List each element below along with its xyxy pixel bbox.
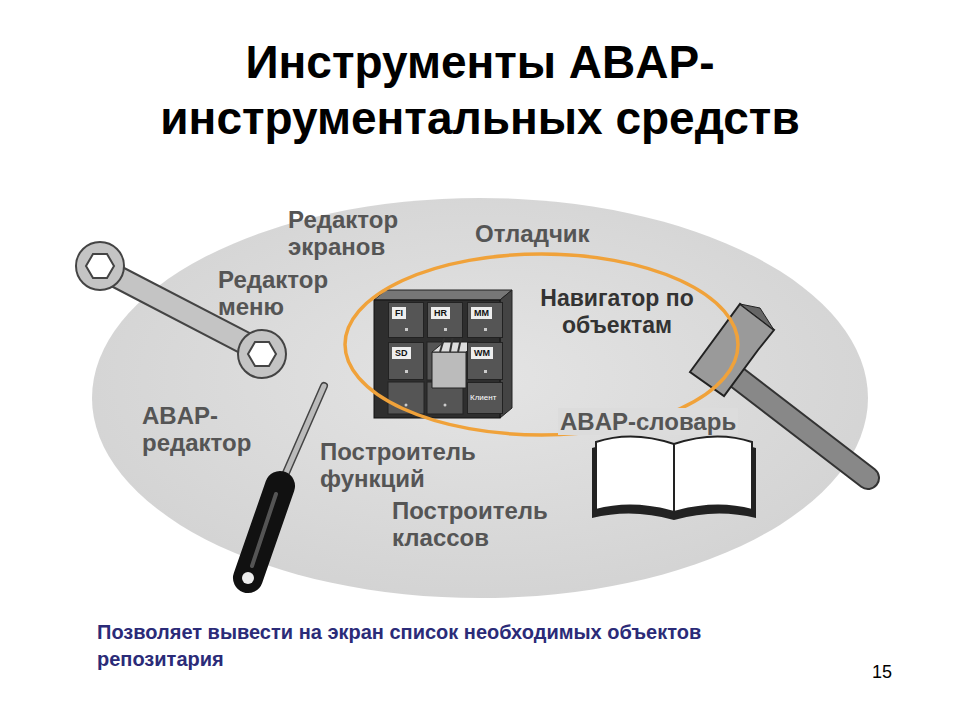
drawer-label: WM xyxy=(471,347,493,359)
tool-label: ABAP-редактор xyxy=(142,402,292,456)
cabinet-drawer: WM xyxy=(467,342,503,380)
cabinet-drawer: SD xyxy=(388,342,424,380)
cabinet-drawer: FI xyxy=(388,302,424,338)
screwdriver-icon xyxy=(242,386,324,584)
drawer-knob xyxy=(484,328,487,331)
node-label: Навигатор по объектам xyxy=(535,285,699,339)
tool-label: Редактор экранов xyxy=(288,206,438,260)
drawer-label: FI xyxy=(392,307,406,319)
tool-label: Редактор меню xyxy=(218,266,358,320)
cabinet-drawer: Клиент xyxy=(467,382,503,414)
page-number: 15 xyxy=(872,662,932,683)
tool-label: Отладчик xyxy=(475,220,625,247)
tool-label: Построитель классов xyxy=(392,497,592,551)
drawer-label: Клиент xyxy=(470,393,496,402)
drawer-knob xyxy=(405,328,408,331)
cabinet-drawer: MM xyxy=(467,302,503,338)
drawer-knob xyxy=(484,370,487,373)
book-icon xyxy=(592,436,756,520)
caption: Позволяет вывести на экран список необхо… xyxy=(97,619,797,673)
drawer-label: SD xyxy=(392,347,411,359)
drawer-knob xyxy=(405,370,408,373)
repository-cabinet xyxy=(374,290,512,418)
tool-label: ABAP-словарь xyxy=(558,408,738,435)
drawer-label: HR xyxy=(431,307,450,319)
tools-ground xyxy=(92,198,868,598)
drawer-knob xyxy=(444,328,447,331)
cabinet-drawer: HR xyxy=(427,302,463,338)
slide-title: Инструменты ABAP-инструментальных средст… xyxy=(120,34,840,146)
drawer-label: MM xyxy=(471,307,492,319)
tool-label: Построитель функций xyxy=(320,438,520,492)
